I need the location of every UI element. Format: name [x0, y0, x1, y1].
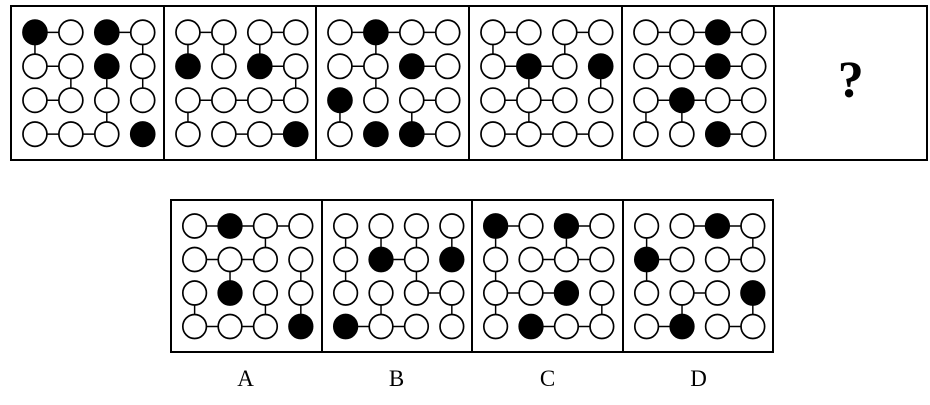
option-b-panel[interactable]: [320, 201, 472, 351]
pattern-grid: [624, 201, 773, 351]
option-c-label[interactable]: C: [539, 366, 556, 391]
option-b-label[interactable]: B: [388, 366, 405, 391]
option-labels-row: A B C D: [170, 366, 774, 392]
pattern-grid: [12, 7, 163, 159]
option-a-panel[interactable]: [172, 201, 321, 351]
option-a-label[interactable]: A: [237, 366, 254, 391]
question-mark: ?: [837, 52, 864, 109]
sequence-panel-3: [315, 7, 468, 159]
sequence-panel-4: [468, 7, 621, 159]
pattern-grid: [470, 7, 621, 159]
options-row: [170, 199, 774, 353]
pattern-grid: [623, 7, 774, 159]
sequence-panel-5: [620, 7, 774, 159]
pattern-grid: [323, 201, 472, 351]
option-d-panel[interactable]: [621, 201, 773, 351]
pattern-grid: [165, 7, 316, 159]
sequence-panel-2: [162, 7, 316, 159]
question-panel: ?: [773, 7, 926, 159]
pattern-grid: [473, 201, 622, 351]
pattern-grid: [172, 201, 321, 351]
pattern-grid: [317, 7, 468, 159]
option-d-label[interactable]: D: [690, 366, 707, 391]
sequence-panel-1: [12, 7, 163, 159]
sequence-row: ?: [10, 5, 928, 161]
option-c-panel[interactable]: [471, 201, 622, 351]
